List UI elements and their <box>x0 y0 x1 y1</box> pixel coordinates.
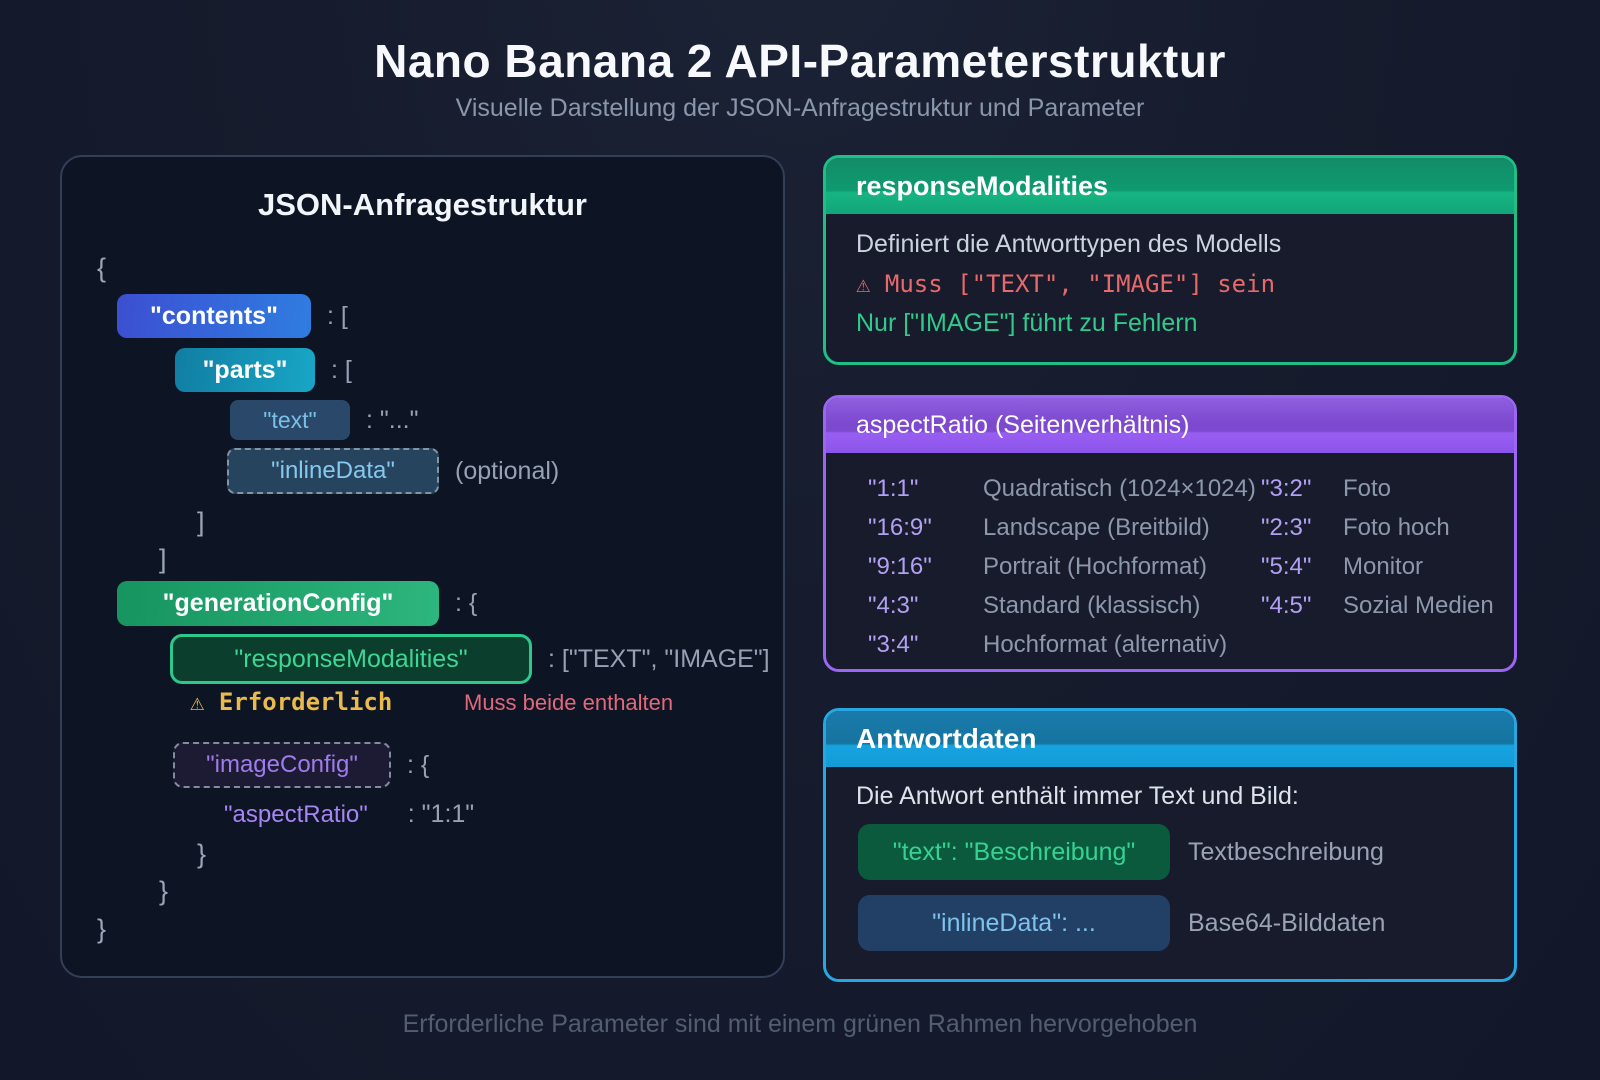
page-subtitle: Visuelle Darstellung der JSON-Anfragestr… <box>455 94 1145 122</box>
inlinedata-optional-note: (optional) <box>455 456 560 485</box>
ratio-value: "1:1" <box>868 475 919 502</box>
ratio-label: Landscape (Breitbild) <box>983 514 1210 541</box>
close-brace-2-row: } <box>159 876 168 907</box>
response-text-chip: "text": "Beschreibung" <box>858 824 1170 880</box>
response-inlinedata-label: Base64-Bilddaten <box>1188 909 1386 937</box>
text-key-chip: "text" <box>230 400 350 440</box>
aspectratio-card-header: aspectRatio (Seitenverhältnis) <box>826 398 1514 453</box>
ratio-label: Standard (klassisch) <box>983 592 1201 619</box>
required-warning-note: Muss beide enthalten <box>464 690 674 715</box>
close-brace-1-row: } <box>197 839 206 870</box>
aspectratio-card-title: aspectRatio (Seitenverhältnis) <box>856 411 1190 439</box>
json-structure-panel: JSON-Anfragestruktur { "contents" : [ "p… <box>60 155 785 978</box>
aspectratio-card: aspectRatio (Seitenverhältnis) "1:1" Qua… <box>823 395 1517 672</box>
response-text-label: Textbeschreibung <box>1188 838 1384 866</box>
json-open-brace-row: { <box>97 253 106 284</box>
close-bracket-inner-row: ] <box>197 507 205 538</box>
contents-row: "contents" : [ <box>117 294 348 338</box>
antwortdaten-card-title: Antwortdaten <box>856 723 1037 754</box>
ratio-value: "5:4" <box>1261 553 1312 580</box>
aspectratio-key: "aspectRatio" <box>224 800 368 828</box>
antwortdaten-intro: Die Antwort enthält immer Text und Bild: <box>856 782 1299 810</box>
contents-key-chip: "contents" <box>117 294 311 338</box>
page-title: Nano Banana 2 API-Parameterstruktur <box>374 35 1226 87</box>
ratio-label: Quadratisch (1024×1024) <box>983 475 1256 502</box>
responsemodalities-value: : ["TEXT", "IMAGE"] <box>548 644 770 673</box>
ratio-label: Foto hoch <box>1343 514 1450 541</box>
modalities-hint: Nur ["IMAGE"] führt zu Fehlern <box>856 309 1198 337</box>
responsemodalities-card: responseModalities Definiert die Antwort… <box>823 155 1517 365</box>
close-brace-3: } <box>97 914 107 944</box>
ratio-value: "2:3" <box>1261 514 1312 541</box>
ratio-label: Hochformat (alternativ) <box>983 631 1228 658</box>
ratio-label: Foto <box>1343 475 1392 502</box>
contents-colon: : [ <box>327 301 348 330</box>
responsemodalities-key-chip: "responseModalities" <box>170 634 532 684</box>
responsemodalities-card-title: responseModalities <box>856 170 1109 201</box>
json-panel-title: JSON-Anfragestruktur <box>258 187 587 222</box>
ratio-label: Monitor <box>1343 553 1424 580</box>
close-brace-2: } <box>159 876 169 906</box>
close-bracket-outer: ] <box>159 544 167 574</box>
parts-colon: : [ <box>331 355 352 384</box>
ratio-value: "3:4" <box>868 631 919 658</box>
imageconfig-row: "imageConfig" : { <box>173 742 429 788</box>
ratio-value: "4:3" <box>868 592 919 619</box>
footer-note: Erforderliche Parameter sind mit einem g… <box>402 1010 1198 1038</box>
aspectratio-value: : "1:1" <box>407 800 475 828</box>
response-inlinedata-chip: "inlineData": ... <box>858 895 1170 951</box>
responsemodalities-card-header: responseModalities <box>826 158 1514 214</box>
responsemodalities-row: "responseModalities" : ["TEXT", "IMAGE"] <box>170 634 770 684</box>
parts-key-chip: "parts" <box>175 348 315 392</box>
close-brace-1: } <box>197 839 207 869</box>
generationconfig-row: "generationConfig" : { <box>117 581 477 626</box>
ratio-value: "4:5" <box>1261 592 1312 619</box>
inlinedata-row: "inlineData" (optional) <box>227 448 559 494</box>
required-warning-badge: ⚠ Erforderlich <box>190 688 393 716</box>
generationconfig-key-chip: "generationConfig" <box>117 581 439 626</box>
ratio-label: Sozial Medien <box>1343 592 1494 619</box>
ratio-label: Portrait (Hochformat) <box>983 553 1208 580</box>
close-bracket-inner: ] <box>197 507 205 537</box>
ratio-value: "3:2" <box>1261 475 1312 502</box>
text-value: : "..." <box>366 405 419 434</box>
close-bracket-outer-row: ] <box>159 544 167 575</box>
open-brace: { <box>97 253 107 283</box>
close-brace-3-row: } <box>97 914 106 945</box>
inlinedata-key-chip: "inlineData" <box>227 448 439 494</box>
ratio-value: "16:9" <box>868 514 932 541</box>
modalities-warning: ⚠ Muss ["TEXT", "IMAGE"] sein <box>856 270 1276 298</box>
antwortdaten-card-header: Antwortdaten <box>826 711 1514 767</box>
parts-row: "parts" : [ <box>175 348 352 392</box>
ratio-value: "9:16" <box>868 553 932 580</box>
aspectratio-row: "aspectRatio" : "1:1" <box>224 800 474 829</box>
imageconfig-key-chip: "imageConfig" <box>173 742 391 788</box>
antwortdaten-card: Antwortdaten Die Antwort enthält immer T… <box>823 708 1517 982</box>
generationconfig-colon: : { <box>455 589 478 617</box>
text-row: "text" : "..." <box>230 400 418 440</box>
imageconfig-colon: : { <box>407 750 430 779</box>
modalities-description: Definiert die Antworttypen des Modells <box>856 230 1282 258</box>
